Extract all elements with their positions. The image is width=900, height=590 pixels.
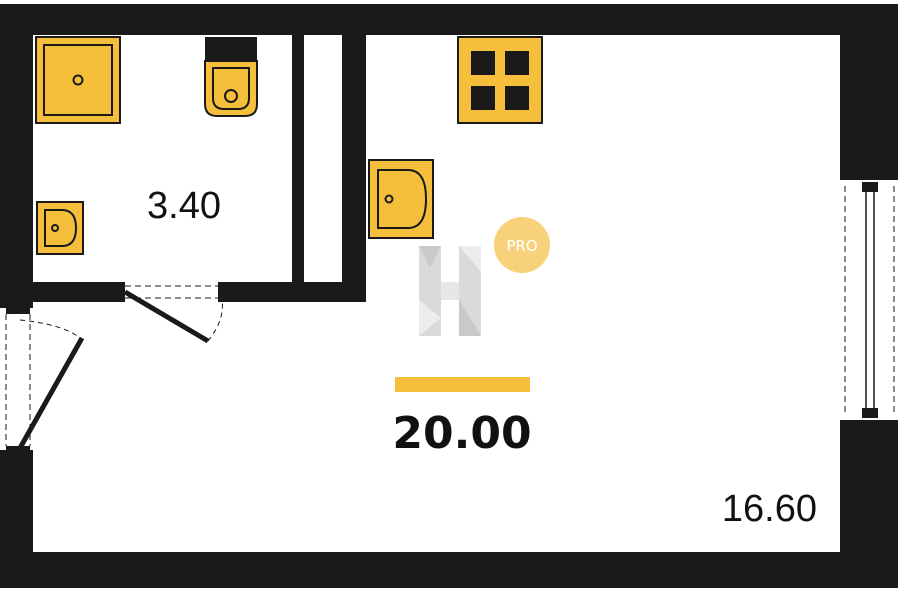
living-room-area-label: 16.60 bbox=[722, 488, 817, 530]
watermark-logo: PRO bbox=[419, 217, 550, 336]
entrance-door bbox=[5, 306, 85, 454]
wall-bathroom-bottom-right bbox=[222, 282, 366, 302]
wall-left-upper bbox=[0, 4, 33, 308]
wall-partition-thin bbox=[292, 35, 304, 282]
stove bbox=[457, 36, 543, 124]
walls bbox=[0, 4, 898, 588]
window bbox=[840, 180, 898, 420]
kitchen-sink bbox=[368, 159, 434, 239]
pro-badge bbox=[494, 217, 550, 273]
h-letter-mark bbox=[419, 246, 481, 336]
pro-badge-text: PRO bbox=[506, 237, 537, 255]
toilet bbox=[204, 37, 258, 117]
wall-bottom bbox=[0, 552, 898, 588]
total-area-value: 20.00 bbox=[392, 408, 531, 459]
bathroom-door bbox=[117, 282, 226, 344]
wall-partition-thick bbox=[342, 35, 366, 302]
total-area-bar bbox=[395, 377, 530, 392]
wall-bathroom-bottom-left bbox=[0, 282, 122, 302]
bathroom-sink bbox=[36, 201, 84, 255]
bathroom-area-label: 3.40 bbox=[147, 185, 221, 227]
wall-right-upper bbox=[840, 4, 898, 180]
shower-tray bbox=[35, 36, 121, 124]
wall-top bbox=[0, 4, 898, 35]
wall-right-lower bbox=[840, 420, 898, 588]
wall-left-lower bbox=[0, 450, 33, 588]
